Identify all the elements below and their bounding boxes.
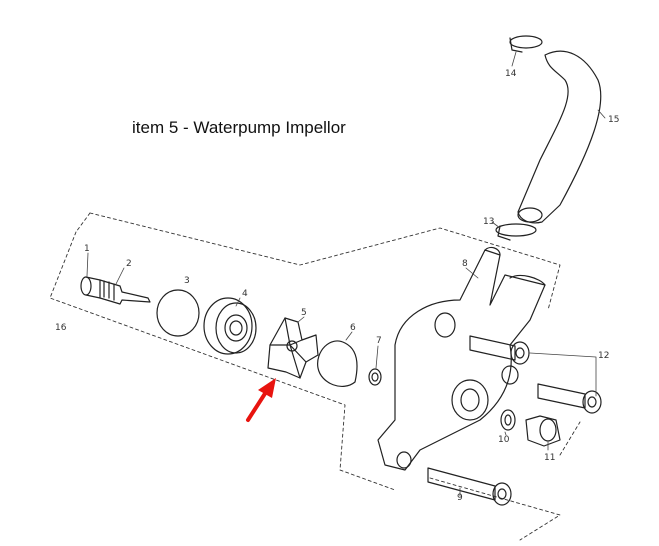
leader-8	[465, 267, 479, 279]
label-part-16: 16	[55, 323, 67, 333]
leader-10	[504, 431, 507, 436]
diagram-caption: item 5 - Waterpump Impellor	[132, 118, 346, 137]
label-part-13: 13	[483, 217, 494, 227]
part-10-washer	[500, 409, 516, 431]
part-11-plug	[525, 415, 561, 447]
label-part-15: 15	[608, 115, 619, 125]
label-part-5: 5	[301, 308, 307, 318]
part-6-circlip	[317, 340, 358, 387]
label-part-4: 4	[242, 289, 248, 299]
label-part-6: 6	[350, 323, 356, 333]
part-13-hose-clip	[495, 223, 537, 241]
label-part-2: 2	[126, 259, 132, 269]
leader-15	[597, 109, 606, 119]
label-part-8: 8	[462, 259, 468, 269]
label-part-11: 11	[544, 453, 555, 463]
part-15-hose	[517, 50, 602, 224]
part-12-bolt-upper	[469, 335, 530, 365]
red-arrow-pointer	[246, 378, 276, 422]
label-part-3: 3	[184, 276, 190, 286]
label-part-12: 12	[598, 351, 609, 361]
part-3-o-ring	[156, 289, 200, 337]
part-12-bolt-lower	[537, 383, 602, 414]
label-part-1: 1	[84, 244, 90, 254]
part-7-washer	[368, 368, 382, 386]
part-8-housing	[377, 246, 546, 471]
part-1-bolt	[80, 276, 101, 299]
part-4-seal	[203, 297, 257, 355]
label-part-14: 14	[505, 69, 517, 79]
leader-12	[529, 352, 597, 397]
leader-6	[345, 331, 353, 341]
part-9-bolt	[427, 467, 512, 506]
label-part-9: 9	[457, 493, 463, 503]
label-part-7: 7	[376, 336, 382, 346]
part-5-impellor	[267, 317, 319, 379]
leader-4	[235, 297, 241, 307]
label-part-10: 10	[498, 435, 510, 445]
leader-13	[491, 221, 501, 229]
part-14-hose-clip	[509, 35, 543, 53]
part-2-shaft	[99, 279, 151, 305]
group-16-boundary	[49, 212, 581, 541]
leader-14	[511, 51, 517, 67]
leader-1	[86, 252, 89, 277]
leader-2	[115, 267, 125, 285]
leader-7	[375, 345, 379, 369]
group-16-boundary-left	[75, 212, 91, 233]
leader-5	[297, 316, 305, 323]
